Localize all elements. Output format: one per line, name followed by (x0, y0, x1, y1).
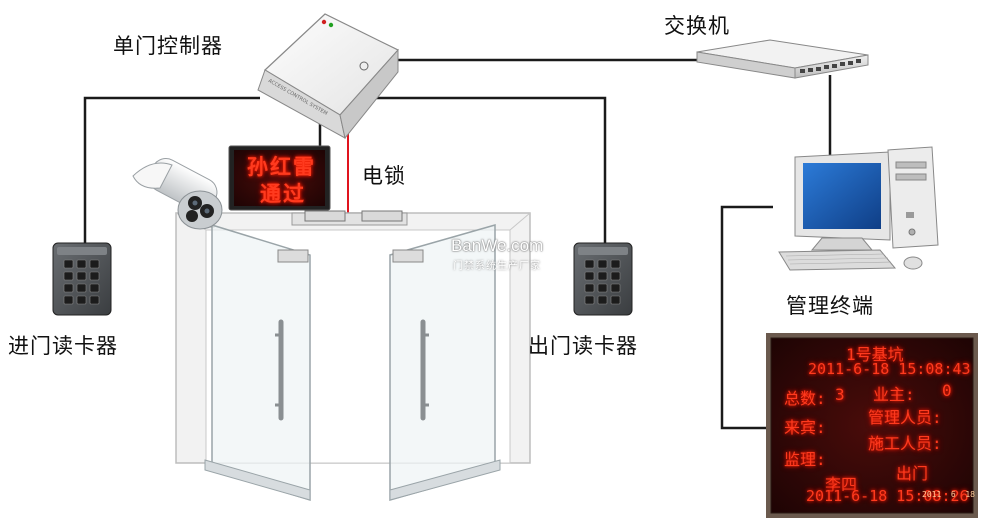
led-board-owner-value: 0 (942, 381, 952, 400)
led-board-supervisor-label: 监理: (784, 450, 826, 469)
wire-controller-entry-reader (83, 96, 260, 245)
exit-card-reader (573, 242, 633, 316)
left-door-leaf (204, 223, 311, 502)
controller-label: 单门控制器 (113, 34, 223, 58)
electric-lock (304, 210, 346, 222)
camera (132, 157, 223, 230)
terminal-label: 管理终端 (786, 294, 874, 318)
door-led-sign (228, 145, 331, 211)
led-info-board (766, 333, 978, 518)
watermark-site: BanWe.com (451, 236, 544, 255)
led-board-total-label: 总数: (784, 389, 826, 408)
led-board-title: 1号基坑 (846, 345, 904, 364)
entry-reader-label: 进门读卡器 (8, 334, 118, 358)
wiring (83, 58, 832, 430)
right-door-leaf (389, 224, 501, 501)
led-board-total-value: 3 (835, 385, 845, 404)
entry-card-reader (52, 242, 112, 316)
led-board-manager-label: 管理人员: (868, 408, 942, 427)
led-board-person-name: 李四 (825, 475, 858, 494)
led-board-person-action: 出门 (896, 464, 929, 483)
management-computer (778, 146, 939, 271)
door-sign-name: 孙红雷 (247, 155, 316, 179)
network-switch (696, 39, 869, 79)
switch-label: 交换机 (664, 14, 730, 38)
led-board-datetime: 2011-6-18 15:08:43 (808, 360, 971, 378)
led-board-worker-label: 施工人员: (868, 434, 942, 453)
controller-box (257, 13, 399, 140)
watermark-caption: 门禁系统生产厂家 (453, 261, 541, 272)
wire-computer-led-board (720, 205, 773, 430)
monitor-screen (803, 163, 881, 229)
wire-controller-exit-reader (355, 96, 607, 245)
electric-lock-label: 电锁 (362, 164, 406, 188)
exit-reader-label: 出门读卡器 (528, 334, 638, 358)
photo-date-stamp: 2011 6 18 (922, 490, 975, 499)
led-board-guest-label: 来宾: (784, 418, 826, 437)
led-board-bottom-datetime: 2011-6-18 15:08:26 (806, 487, 969, 505)
led-board-owner-label: 业主: (873, 385, 915, 404)
door-sign-status: 通过 (260, 182, 306, 206)
